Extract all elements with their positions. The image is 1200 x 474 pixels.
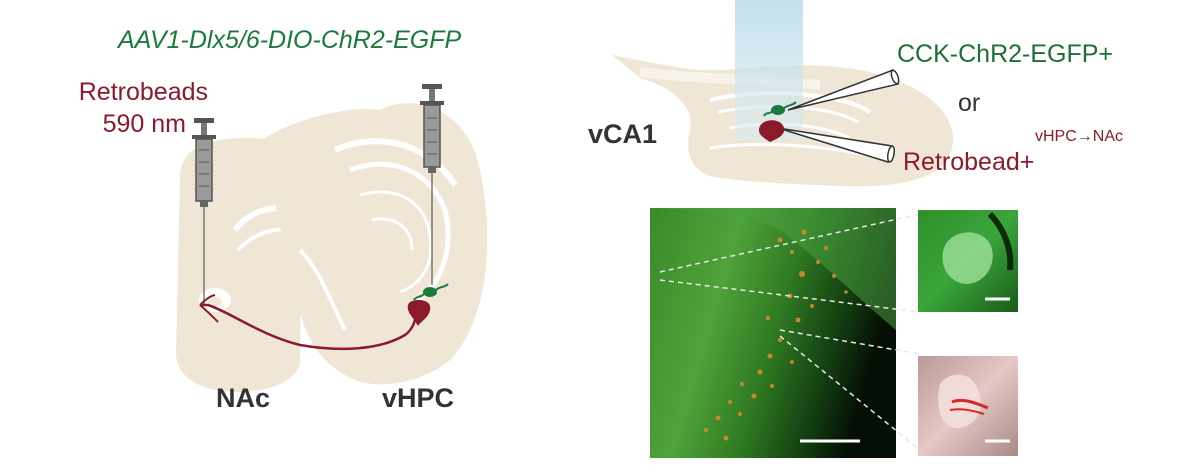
egfp-cell-inset (918, 210, 1018, 312)
retrobead-positive-label: Retrobead+ (903, 148, 1034, 176)
zoom-guide-lines (659, 213, 921, 451)
retrobead-cell-inset (918, 356, 1018, 456)
nac-label: NAc (216, 383, 270, 413)
vca1-chr2-neuron-icon (763, 101, 797, 117)
vhpc-syringe-icon (420, 84, 444, 285)
or-label: or (958, 89, 980, 117)
recording-pipette-lower (777, 127, 896, 163)
fluorescence-micrograph (650, 208, 896, 458)
recording-pipette-upper (787, 69, 900, 111)
retrobead-neuron-icon (407, 299, 431, 326)
nac-syringe-icon (192, 118, 216, 305)
projection-axon (200, 303, 418, 351)
virus-label: AAV1-Dlx5/6-DIO-ChR2-EGFP (116, 26, 461, 54)
retrobeads-size-label: 590 nm (103, 110, 186, 138)
light-beam (735, 0, 803, 140)
chr2-neuron-icon (413, 283, 449, 301)
projection-label: vHPC→NAc (1035, 128, 1123, 145)
vca1-retrobead-neuron-icon (758, 120, 785, 142)
cck-label: CCK-ChR2-EGFP+ (897, 40, 1113, 68)
retrobeads-label: Retrobeads (79, 78, 208, 106)
vhpc-label: vHPC (382, 383, 454, 413)
vca1-label: vCA1 (588, 119, 657, 149)
vhpc-slice (262, 103, 488, 385)
